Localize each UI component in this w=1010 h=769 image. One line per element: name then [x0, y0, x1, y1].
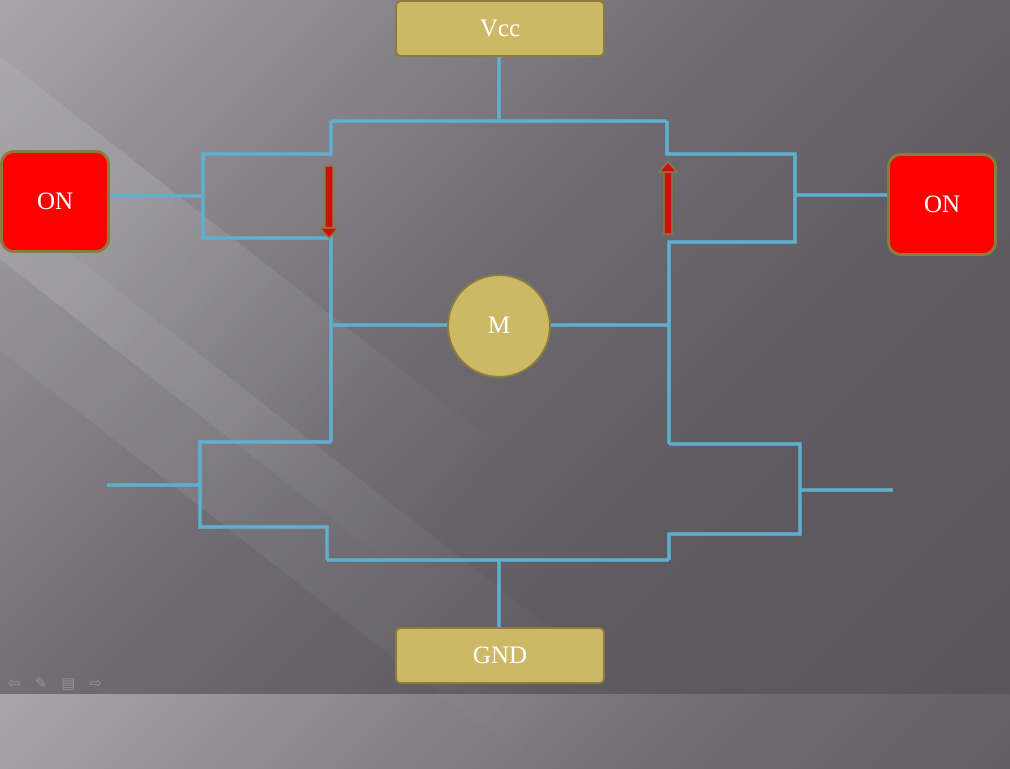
- vcc-label-box: Vcc: [395, 0, 605, 57]
- motor-label: M: [487, 312, 511, 339]
- switch-right-label: ON: [923, 190, 961, 218]
- switch-right-on: ON: [887, 153, 997, 256]
- slide-nav-controls[interactable]: ⇦ ✎ ▤ ⇨: [8, 674, 102, 692]
- wire-left-bottom-transistor: [198, 440, 331, 560]
- current-arrow-right: [657, 160, 679, 235]
- h-bridge-wiring: [107, 57, 893, 627]
- wire-right-top-transistor: [665, 121, 797, 444]
- wire-group: [107, 57, 893, 627]
- gnd-label-box: GND: [395, 627, 605, 684]
- current-arrow-left: [318, 165, 340, 240]
- switch-left-label: ON: [36, 187, 74, 215]
- back-icon[interactable]: ⇦: [8, 674, 21, 692]
- gnd-label: GND: [472, 641, 528, 669]
- switch-left-on: ON: [0, 150, 110, 253]
- menu-icon[interactable]: ▤: [61, 674, 76, 692]
- forward-icon[interactable]: ⇨: [89, 674, 102, 692]
- motor: M: [447, 274, 551, 378]
- wire-left-top-transistor: [201, 121, 333, 442]
- wire-right-bottom-transistor: [667, 442, 802, 560]
- pen-icon[interactable]: ✎: [34, 674, 48, 692]
- vcc-label: Vcc: [479, 14, 521, 42]
